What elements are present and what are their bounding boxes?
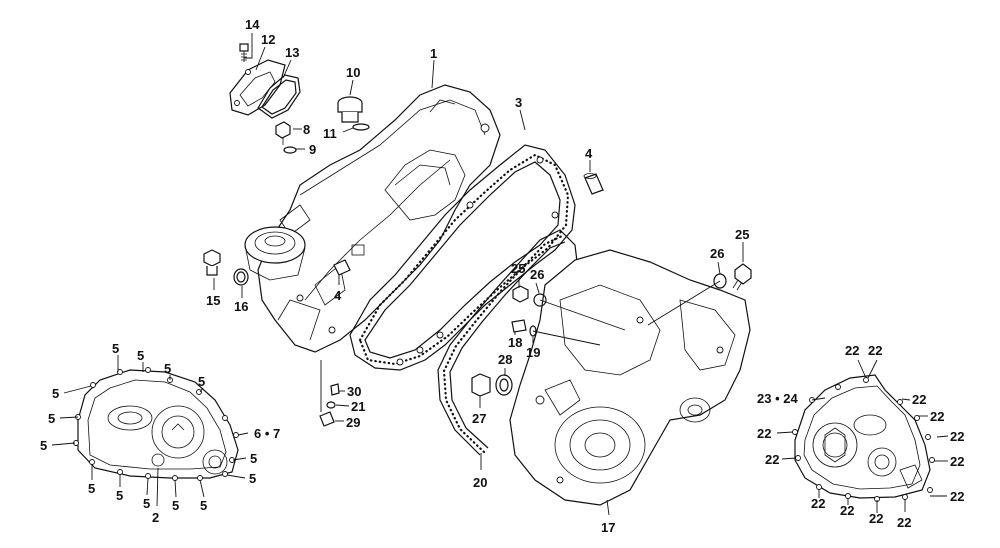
callout-6-7: 6 • 7	[254, 426, 280, 441]
callout-18: 18	[508, 335, 522, 350]
callout-5: 5	[112, 341, 119, 356]
callout-28: 28	[498, 352, 512, 367]
callout-22: 22	[950, 489, 964, 504]
callout-14: 14	[245, 17, 260, 32]
part-29-sensor	[319, 411, 335, 427]
callout-25-left: 25	[511, 261, 525, 276]
callout-21: 21	[351, 399, 365, 414]
part-25-bolt-left	[512, 285, 529, 303]
callout-22: 22	[869, 511, 883, 526]
part-21-o-ring	[326, 401, 336, 409]
part-right-cover	[792, 374, 935, 502]
part-1-pump-boss	[244, 226, 306, 281]
callout-labels: 14 12 13 10 1 3 8 9 11 4 4 15 16 26 25 2…	[40, 17, 964, 535]
part-18-pin	[511, 319, 527, 333]
callout-5: 5	[52, 386, 59, 401]
callout-22: 22	[757, 426, 771, 441]
callout-5: 5	[116, 488, 123, 503]
callout-22: 22	[868, 343, 882, 358]
callout-5: 5	[88, 481, 95, 496]
callout-20: 20	[473, 475, 487, 490]
callout-17: 17	[601, 520, 615, 535]
callout-22: 22	[765, 452, 779, 467]
callout-22: 22	[950, 429, 964, 444]
callout-12: 12	[261, 32, 275, 47]
part-2-left-cover	[73, 367, 239, 481]
callout-29: 29	[346, 415, 360, 430]
part-28-ring	[495, 374, 513, 396]
callout-23-24: 23 • 24	[757, 391, 798, 406]
callout-22: 22	[950, 454, 964, 469]
callout-5: 5	[249, 471, 256, 486]
callout-19: 19	[526, 345, 540, 360]
callout-22: 22	[845, 343, 859, 358]
callout-22: 22	[930, 409, 944, 424]
callout-15: 15	[206, 293, 220, 308]
leader-lines	[51, 33, 949, 516]
part-17-case-half	[509, 249, 751, 506]
callout-11: 11	[323, 126, 337, 141]
callout-9: 9	[309, 142, 316, 157]
callout-26-right: 26	[710, 246, 724, 261]
callout-26-left: 26	[530, 267, 544, 282]
callout-16: 16	[234, 299, 248, 314]
part-11-o-ring	[352, 123, 370, 131]
part-8-bolt	[275, 121, 291, 145]
callout-27: 27	[472, 411, 486, 426]
part-4-dowel-top	[583, 173, 604, 195]
callout-22: 22	[912, 392, 926, 407]
part-4-dowel-bottom	[333, 259, 351, 276]
part-30-fitting	[330, 383, 340, 396]
callout-4-dowel-top: 4	[585, 146, 593, 161]
callout-22: 22	[897, 515, 911, 530]
part-16-washer	[233, 268, 249, 286]
part-19-washer	[529, 325, 537, 337]
callout-5: 5	[48, 411, 55, 426]
callout-5: 5	[200, 498, 207, 513]
part-13-o-ring	[257, 74, 301, 119]
callout-5: 5	[250, 451, 257, 466]
part-12-cover	[229, 59, 286, 116]
callout-4-dowel-bottom: 4	[334, 288, 342, 303]
part-9-washer	[283, 146, 297, 154]
part-26-washer-left	[533, 293, 547, 307]
part-25-bolt-right	[732, 263, 752, 291]
part-20-gasket	[437, 229, 579, 456]
callout-5: 5	[164, 361, 171, 376]
callout-5: 5	[40, 438, 47, 453]
callout-13: 13	[285, 45, 299, 60]
callout-5: 5	[172, 498, 179, 513]
callout-10: 10	[346, 65, 360, 80]
part-10-plug	[337, 96, 363, 123]
callout-30: 30	[347, 384, 361, 399]
callout-1: 1	[430, 46, 437, 61]
callout-5: 5	[137, 348, 144, 363]
part-27-plug	[471, 373, 491, 397]
callout-3: 3	[515, 95, 522, 110]
part-1-case-half	[257, 84, 501, 353]
callout-5: 5	[143, 496, 150, 511]
part-14-bolt	[239, 43, 249, 62]
callout-25-right: 25	[735, 227, 749, 242]
part-15-drain-bolt	[203, 249, 221, 276]
callout-2: 2	[152, 510, 159, 525]
callout-22: 22	[840, 503, 854, 518]
callout-5: 5	[198, 374, 205, 389]
callout-22: 22	[811, 496, 825, 511]
callout-8: 8	[303, 122, 310, 137]
part-3-gasket	[349, 144, 576, 371]
